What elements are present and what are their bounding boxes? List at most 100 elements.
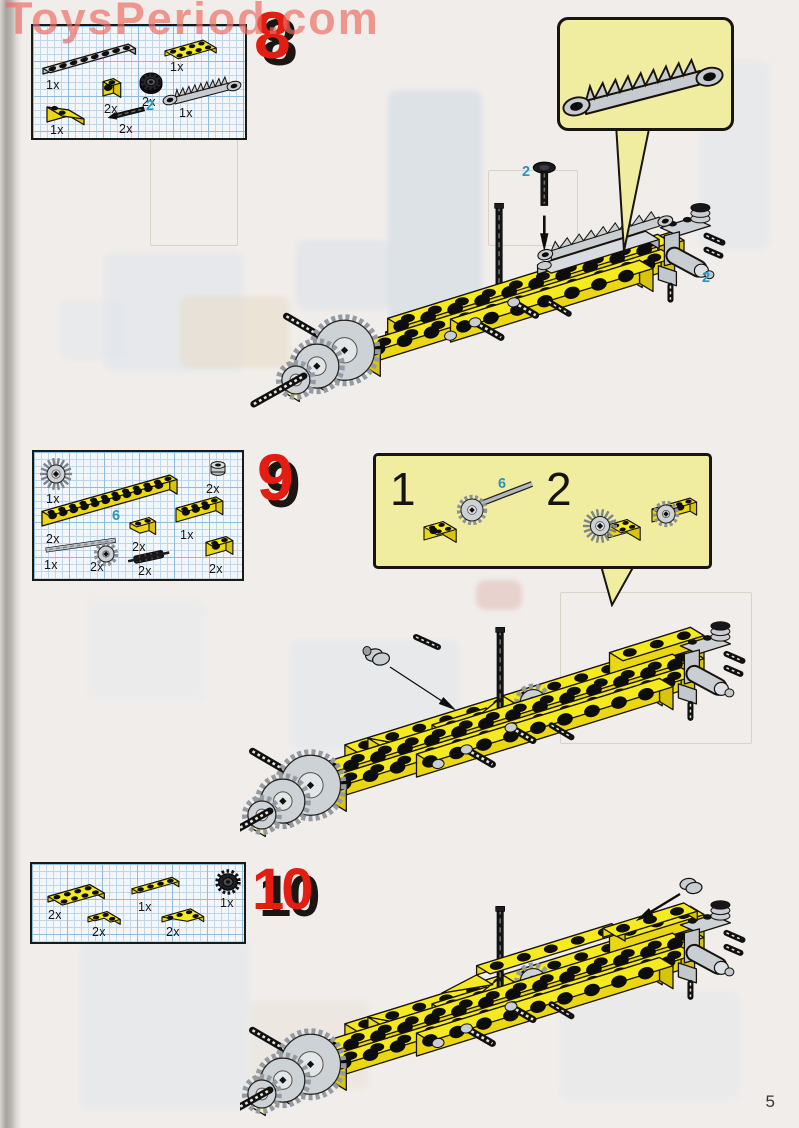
- part-qty-label: 1x: [44, 558, 58, 572]
- part-qty-label: 1x: [138, 900, 152, 914]
- substep-2-illustration: [583, 497, 698, 543]
- toysperiod-watermark: ToysPeriod.com: [5, 0, 380, 44]
- page-bleedthrough-ghost: [488, 170, 578, 246]
- brick-2x2-yellow-icon: [423, 521, 457, 543]
- axle-length-callout: 6: [498, 476, 507, 492]
- part-axle-6-gray-icon: [45, 537, 116, 553]
- step-10-assembly-illustration: [216, 877, 746, 1122]
- page-number: 5: [765, 1092, 775, 1111]
- page-bleedthrough-ghost: [180, 296, 290, 368]
- axle-length-callout: 2: [522, 164, 531, 180]
- part-technic-brick-1x12-yellow-icon: [41, 474, 178, 527]
- part-pulley-wheel-black-icon: [139, 72, 163, 94]
- part-technic-brick-1x2-yellow-icon: [205, 536, 234, 557]
- part-qty-label: 2x: [119, 122, 133, 136]
- brick-2x2-yellow-icon: [607, 519, 641, 541]
- part-qty-label: 1x: [180, 528, 194, 542]
- gear-cluster: [216, 1026, 347, 1122]
- part-wing-plate-3x3-yellow-icon: [161, 908, 205, 923]
- parts-illustrations: [42, 39, 242, 126]
- part-plate-1x4-yellow-icon: [131, 876, 180, 895]
- step-8-detail-inset-box: [557, 17, 734, 131]
- part-qty-label: 1x: [50, 123, 64, 137]
- axle-length-label: 2: [146, 98, 155, 114]
- part-half-bush-gray-icon: [210, 461, 226, 476]
- step-10-parts-box: 2x 1x 2x 2x 1x: [30, 862, 246, 944]
- part-gear-wheel-black-icon: [215, 869, 241, 895]
- part-axle-black-icon: [107, 106, 146, 120]
- part-qty-label: 1x: [46, 492, 60, 506]
- part-technic-brick-1x1-yellow-icon: [102, 78, 122, 98]
- part-plate-2x4-yellow-icon: [164, 39, 217, 60]
- step-8-assembly-area: [248, 132, 799, 449]
- steering-unit: [677, 621, 746, 721]
- step-8-number: 8: [254, 0, 291, 72]
- loose-parts: [362, 634, 456, 711]
- loose-parts: [636, 877, 703, 921]
- axle-length-label: 6: [112, 508, 121, 524]
- part-qty-label: 2x: [132, 540, 146, 554]
- page-bleedthrough-ghost: [560, 990, 740, 1100]
- gear-8t-gray-icon: [456, 494, 488, 526]
- part-qty-label: 2x: [138, 564, 152, 578]
- front-pins: [431, 722, 575, 770]
- part-axle-connector-black-icon: [127, 550, 170, 564]
- step-9-parts-box: 1x 2x 2x 1x 6 2x 2x 2x 1x 2x: [32, 450, 244, 581]
- crown-gear-gray-icon: [583, 509, 617, 543]
- part-technic-plate-1x8-gray-icon: [42, 43, 137, 75]
- part-qty-label: 1x: [46, 78, 60, 92]
- gear-8t-gray-icon: [652, 500, 680, 528]
- page-bleedthrough-ghost: [476, 580, 522, 610]
- parts-illustrations: [47, 869, 241, 925]
- part-qty-label: 1x: [220, 896, 234, 910]
- vertical-axle: [495, 627, 505, 714]
- part-technic-brick-1x4-yellow-icon: [175, 496, 224, 523]
- drop-axle: [532, 161, 556, 251]
- part-qty-label: 2x: [142, 95, 156, 109]
- gear-cluster: [216, 747, 347, 843]
- scan-gutter-edge: [0, 0, 22, 1128]
- part-qty-label: 2x: [206, 482, 220, 496]
- step-10-assembly-area: [216, 858, 799, 1128]
- rack-assembly: [536, 210, 674, 275]
- part-qty-label: 2x: [209, 562, 223, 576]
- substep-2-number: 2: [546, 463, 572, 515]
- step-9-substep-box: 1 2 6: [373, 453, 712, 569]
- gear-rack-detail-illustration: [562, 57, 724, 117]
- vertical-axle: [495, 906, 505, 993]
- part-qty-label: 1x: [170, 60, 184, 74]
- gear-cluster: [250, 312, 381, 408]
- front-pins: [431, 1001, 575, 1049]
- part-qty-label: 2x: [48, 908, 62, 922]
- part-qty-label: 1x: [179, 106, 193, 120]
- vertical-axle: [494, 202, 504, 290]
- part-gear-24t-gray-icon: [40, 457, 72, 491]
- front-pins: [444, 297, 572, 341]
- parts-illustrations: [40, 457, 234, 567]
- page-bleedthrough-ghost: [60, 300, 130, 360]
- part-corner-plate-2x2-yellow-icon: [87, 911, 121, 925]
- part-qty-label: 2x: [92, 925, 106, 939]
- part-qty-label: 2x: [46, 532, 60, 546]
- part-slope-brick-inverted-yellow-icon: [129, 517, 157, 536]
- step-9-number: 9: [257, 440, 294, 514]
- part-qty-label: 2x: [104, 102, 118, 116]
- top-plates: [440, 902, 698, 994]
- step-9-assembly-area: [216, 575, 799, 865]
- page-bleedthrough-ghost: [80, 940, 250, 1110]
- step-9-assembly-illustration: [216, 621, 746, 843]
- part-qty-label: 2x: [90, 560, 104, 574]
- axle-length-callout: 2: [702, 270, 711, 286]
- substep-1-illustration: [423, 481, 534, 543]
- steering-unit: [657, 203, 726, 303]
- page-bleedthrough-ghost: [86, 600, 206, 700]
- part-slope-brick-2x2-yellow-icon: [46, 106, 85, 126]
- page-bleedthrough-ghost: [296, 240, 392, 310]
- part-qty-label: 2x: [166, 925, 180, 939]
- part-plate-2x4-yellow-icon: [47, 884, 105, 906]
- part-gear-rack-gray-icon: [162, 75, 242, 106]
- step-10-number: 10: [252, 857, 313, 922]
- step-8-assembly-illustration: [250, 161, 726, 408]
